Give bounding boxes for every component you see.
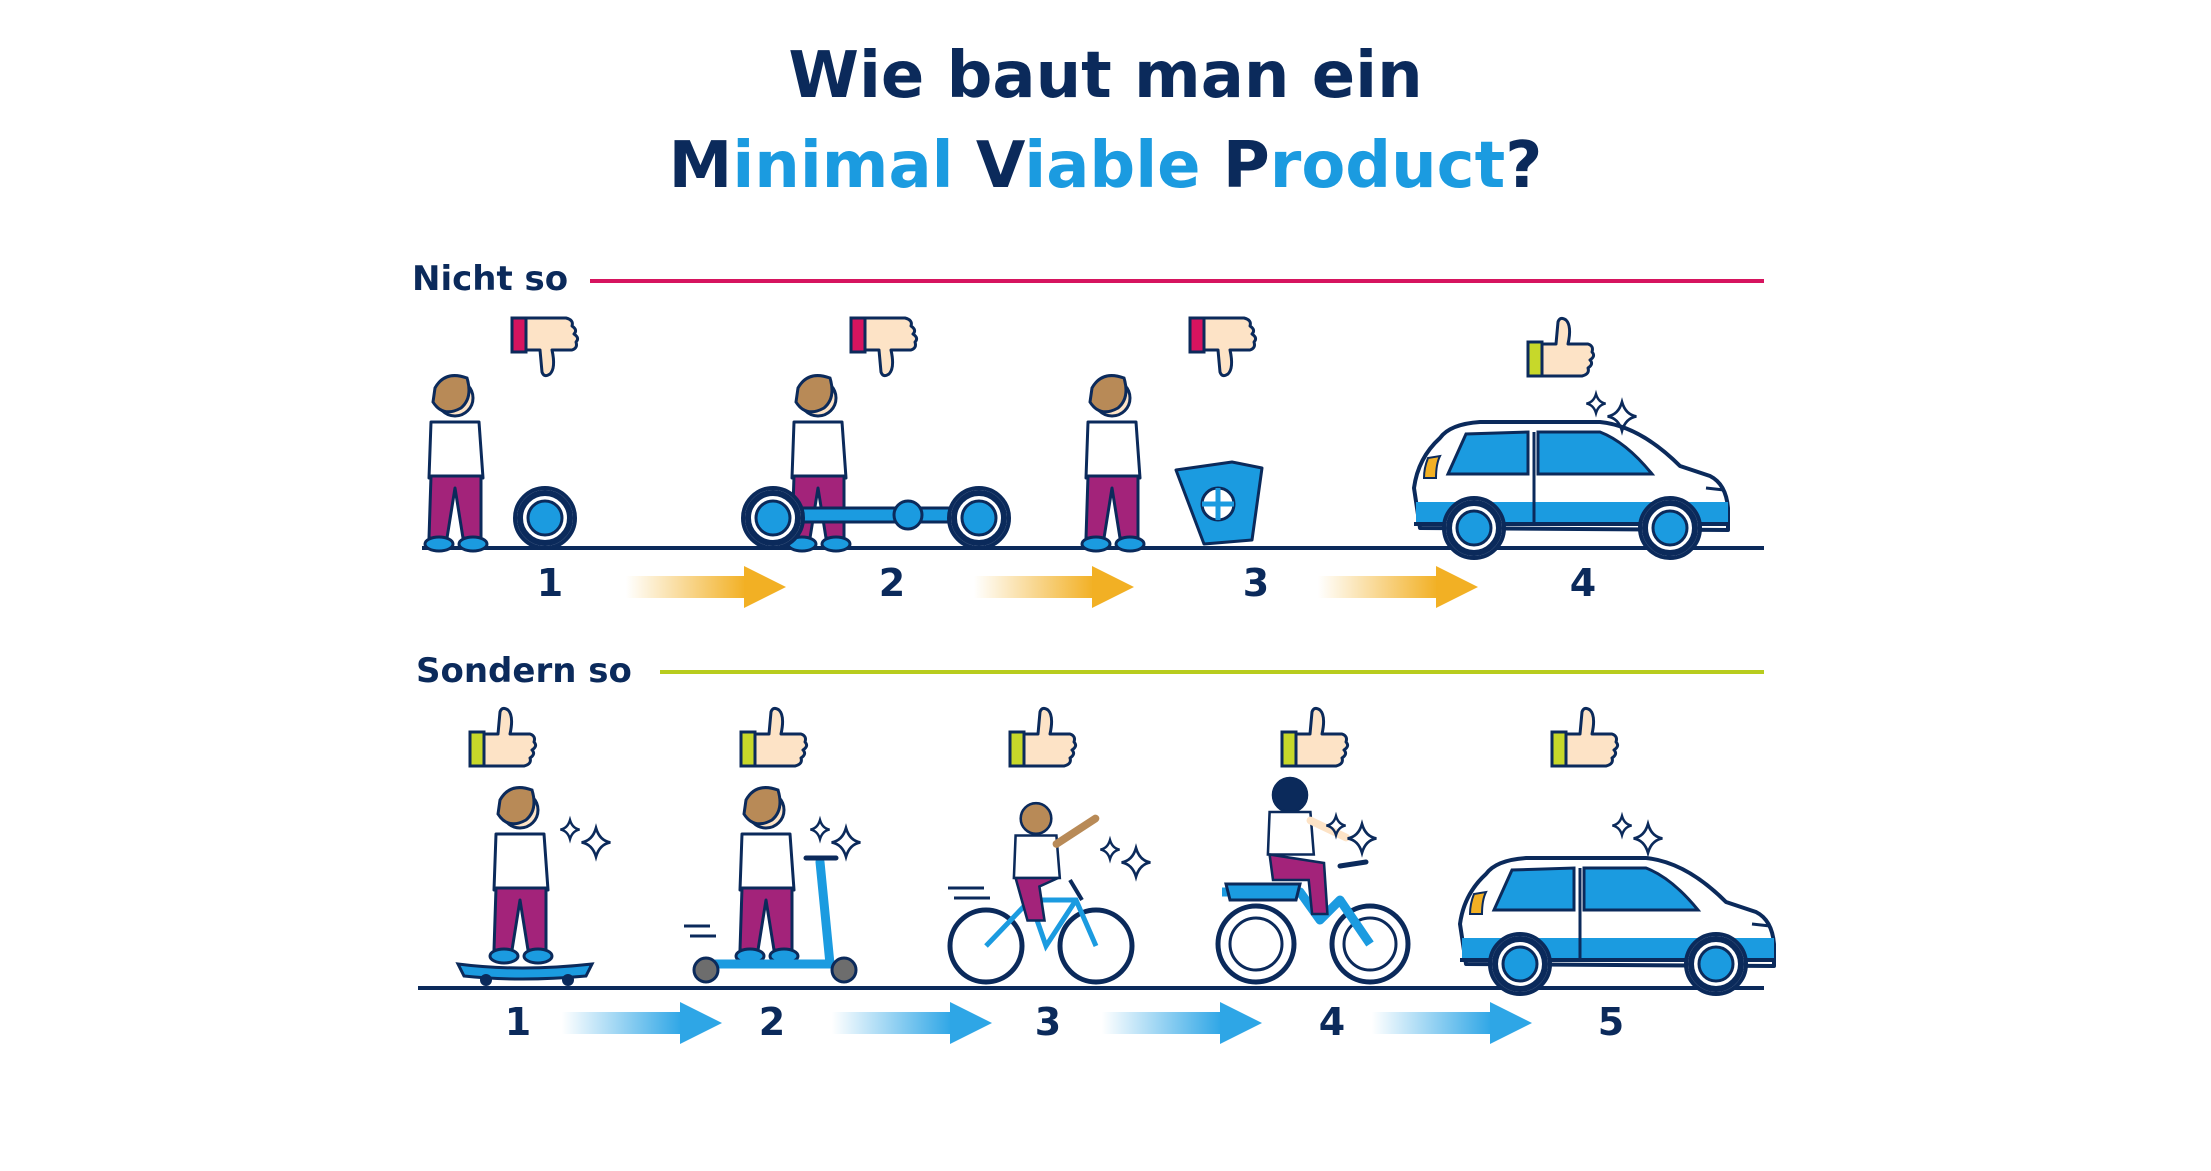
thumbs-down-icon [1188,316,1258,378]
right-step-number: 4 [1318,1000,1346,1044]
wrong-step-number: 3 [1242,561,1270,605]
title-line-2: Minimal Viable Product? [0,134,2211,198]
arrow-icon [626,566,786,608]
thumbs-up-icon [1550,706,1620,768]
wrong-step-number: 2 [878,561,906,605]
title-part: ? [1505,129,1543,203]
arrow-icon [1372,1002,1532,1044]
arrow-icon [1318,566,1478,608]
car-icon [1414,422,1730,558]
motorcycle-icon [1215,859,1411,985]
sparkles-icon [1610,814,1665,855]
title-part: roduct [1269,129,1506,203]
person-figure [1080,374,1146,553]
right-step-number: 2 [758,1000,786,1044]
car-body-icon [1174,460,1264,546]
car-icon [1460,858,1776,994]
arrow-icon [832,1002,992,1044]
person-figure [488,786,554,965]
chassis-icon [743,488,1009,548]
right-step-number: 1 [504,1000,532,1044]
person-figure [734,786,800,965]
sparkles-icon [808,818,863,859]
title-part: iable [1024,129,1223,203]
thumbs-up-icon [468,706,538,768]
right-step-number: 5 [1597,1000,1625,1044]
skateboard-icon [455,962,595,986]
arrow-icon [1102,1002,1262,1044]
wrong-step-number: 4 [1569,561,1597,605]
title-part: P [1222,129,1270,203]
arrow-icon [974,566,1134,608]
thumbs-up-icon [1008,706,1078,768]
title-line-1: Wie baut man ein [788,39,1423,113]
section-label-right: Sondern so [416,651,632,691]
sparkles-icon [558,818,613,859]
right-step-number: 3 [1034,1000,1062,1044]
person-figure [1012,801,1100,922]
title-part: inimal [732,129,976,203]
section-label-wrong: Nicht so [412,259,569,299]
thumbs-up-icon [739,706,809,768]
scooter-icon [684,855,858,984]
wrong-step-number: 1 [536,561,564,605]
thumbs-up-icon [1280,706,1350,768]
person-figure [423,374,489,553]
wheel-icon [515,488,575,548]
sparkles-icon [1098,838,1153,879]
person-figure [1266,776,1350,916]
title-part: M [668,129,733,203]
arrow-icon [562,1002,722,1044]
thumbs-down-icon [849,316,919,378]
thumbs-down-icon [510,316,580,378]
title-part: V [975,129,1025,203]
thumbs-up-icon [1526,316,1596,378]
